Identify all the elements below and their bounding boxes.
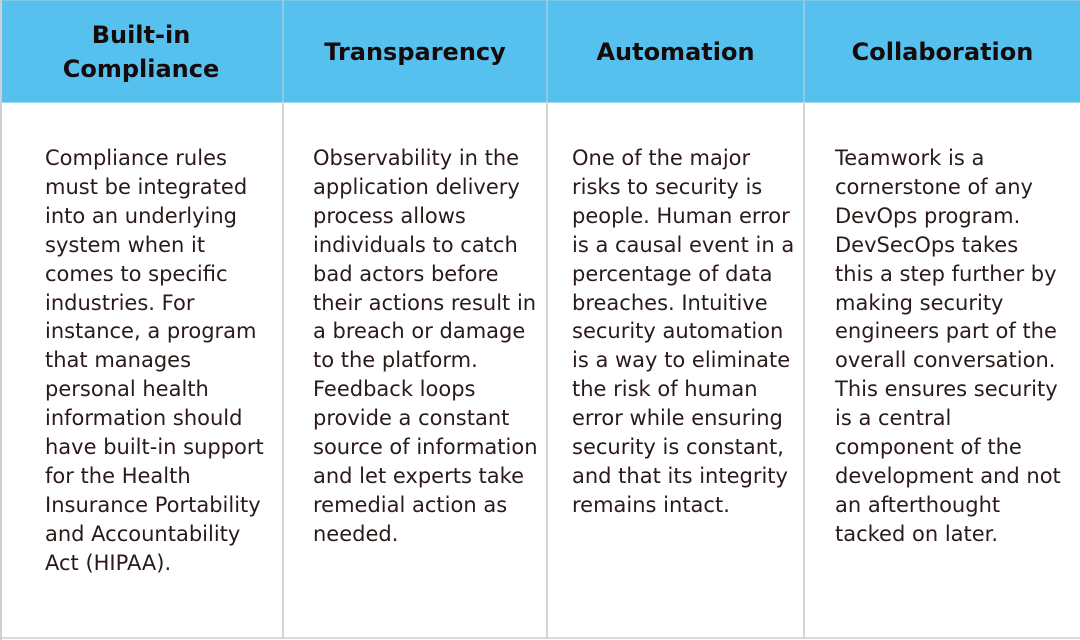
header-line: Built-in [91,21,191,49]
cell-built-in-compliance: Compliance rules must be integrated into… [45,146,264,575]
header-line: Automation [596,38,755,66]
cell-automation: One of the major risks to security is pe… [572,146,795,517]
header-column-divider [546,0,548,102]
header-line: Transparency [324,38,506,66]
column-divider [803,0,805,638]
table-body-row: Compliance rules must be integrated into… [0,103,1080,639]
cell-collaboration: Teamwork is a cornerstone of any DevOps … [835,146,1061,546]
column-header-automation: Automation [548,1,803,103]
header-line: Collaboration [851,38,1034,66]
table-left-border [0,0,2,640]
header-column-divider [282,0,284,102]
column-header-transparency: Transparency [284,1,546,103]
column-header-built-in-compliance: Built-in Compliance [0,1,282,103]
column-divider [282,0,284,638]
column-header-collaboration: Collaboration [805,1,1080,103]
column-divider [546,0,548,638]
header-line: Compliance [62,55,220,83]
header-column-divider [803,0,805,102]
table-header-row: Built-in Compliance Transparency Automat… [0,0,1080,103]
cell-transparency: Observability in the application deliver… [313,146,538,546]
